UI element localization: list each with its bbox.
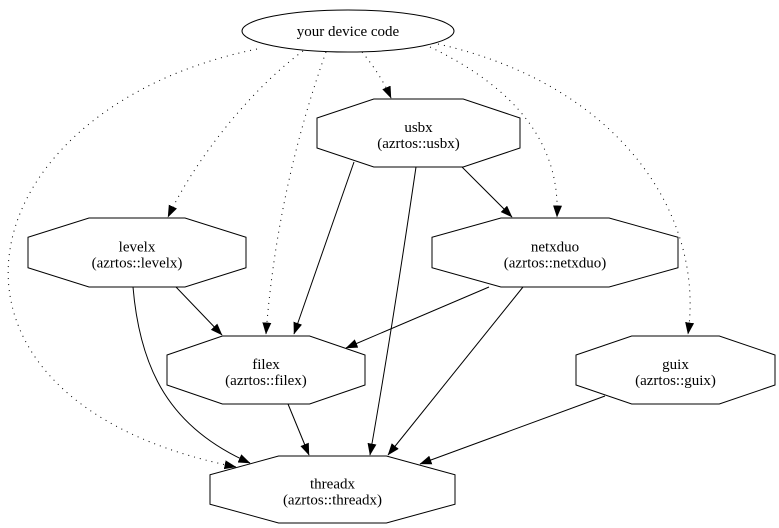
edge-netxduo-filex [345, 286, 490, 349]
node-device-label: your device code [297, 24, 400, 40]
node-netxduo-label: netxduo(azrtos::netxduo) [504, 240, 606, 272]
node-usbx: usbx(azrtos::usbx) [316, 98, 521, 168]
node-usbx-octagon [316, 98, 521, 168]
node-threadx-octagon [209, 455, 456, 524]
node-threadx-label: threadx(azrtos::threadx) [283, 477, 382, 509]
node-netxduo-octagon [431, 217, 679, 288]
edge-device-threadx [7, 48, 258, 470]
node-device-ellipse [241, 9, 455, 53]
edge-netxduo-threadx [387, 286, 524, 456]
edge-usbx-filex [293, 161, 355, 335]
edges-layer [7, 43, 695, 470]
edge-usbx-threadx [367, 166, 417, 456]
node-guix-label: guix(azrtos::guix) [635, 357, 716, 389]
node-filex-label: filex(azrtos::filex) [225, 357, 307, 389]
edge-levelx-threadx [132, 286, 251, 464]
edge-filex-threadx [287, 403, 310, 456]
node-threadx: threadx(azrtos::threadx) [209, 455, 456, 524]
edge-device-usbx [361, 51, 392, 99]
edge-device-guix [437, 43, 695, 335]
node-filex-octagon [166, 335, 366, 405]
edge-device-filex [262, 51, 327, 335]
node-filex: filex(azrtos::filex) [166, 335, 366, 405]
node-usbx-label: usbx(azrtos::usbx) [377, 120, 459, 152]
edge-usbx-netxduo [461, 166, 513, 218]
node-guix: guix(azrtos::guix) [575, 335, 776, 405]
edge-device-levelx [167, 50, 304, 218]
edge-guix-threadx [419, 395, 606, 465]
node-levelx: levelx(azrtos::levelx) [27, 217, 247, 288]
node-device: your device code [241, 9, 455, 53]
node-guix-octagon [575, 335, 776, 405]
node-levelx-octagon [27, 217, 247, 288]
node-levelx-label: levelx(azrtos::levelx) [92, 240, 183, 272]
nodes-layer: your device codeusbx(azrtos::usbx)levelx… [27, 9, 776, 524]
node-netxduo: netxduo(azrtos::netxduo) [431, 217, 679, 288]
edge-levelx-filex [175, 286, 223, 336]
